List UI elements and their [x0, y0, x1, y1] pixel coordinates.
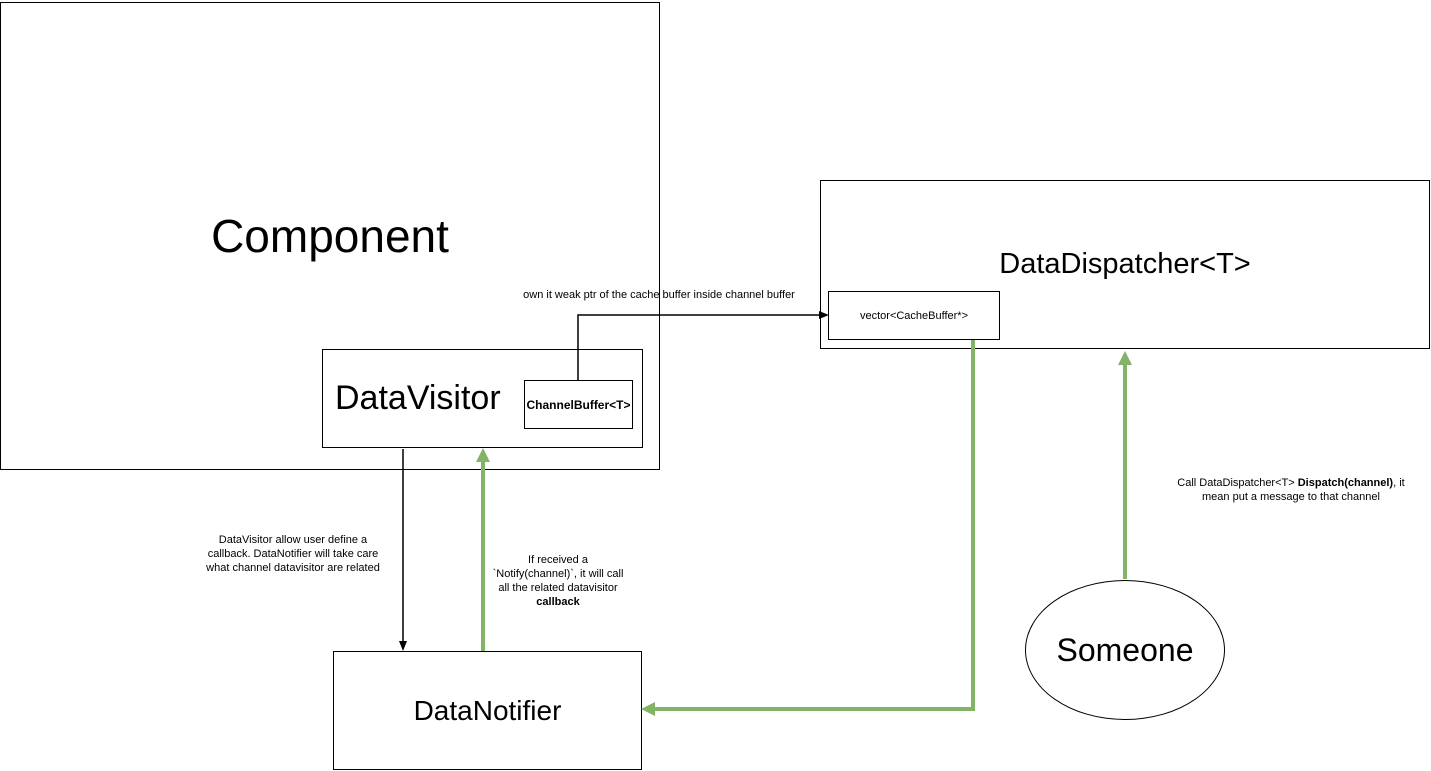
datavisitor-label: DataVisitor [335, 379, 501, 417]
edge-label-datavisitor-to-datanotifier: DataVisitor allow user define a callback… [188, 533, 398, 575]
channelbuffer-label: ChannelBuffer<T> [526, 397, 631, 412]
notify-line4-bold: callback [536, 596, 580, 608]
dispatch-part3: , it [1393, 477, 1405, 489]
vector-cachebuffer-node: vector<CacheBuffer*> [828, 291, 1000, 340]
edge-label-notify-callback: If received a `Notify(channel)`, it will… [478, 553, 638, 609]
dv-dn-line1: DataVisitor allow user define a [218, 534, 368, 546]
arrow-vector-to-datanotifier [641, 340, 975, 716]
datadispatcher-node: DataDispatcher<T> [820, 180, 1430, 349]
someone-actor-node: Someone [1025, 580, 1225, 720]
datadispatcher-label: DataDispatcher<T> [999, 248, 1251, 280]
dispatch-line1: Call DataDispatcher<T> Dispatch(channel)… [1166, 476, 1416, 490]
dv-dn-line2: callback. DataNotifier will take care [207, 548, 379, 560]
dv-dn-line3: what channel datavisitor are related [206, 562, 380, 574]
notify-line3: all the related datavisitor [498, 582, 618, 594]
edge-label-weak-ptr: own it weak ptr of the cache buffer insi… [499, 288, 819, 302]
someone-label: Someone [1056, 631, 1194, 668]
datanotifier-label: DataNotifier [413, 694, 562, 726]
dispatch-part2-bold: Dispatch(channel) [1297, 477, 1394, 489]
notify-line2: `Notify(channel)`, it will call [492, 568, 624, 580]
dispatch-line2: mean put a message to that channel [1202, 491, 1380, 503]
weak-ptr-text: own it weak ptr of the cache buffer insi… [523, 289, 795, 301]
edge-label-dispatch-channel: Call DataDispatcher<T> Dispatch(channel)… [1166, 476, 1416, 504]
notify-line1: If received a [528, 554, 588, 566]
dispatch-part1: Call DataDispatcher<T> [1177, 477, 1298, 489]
channelbuffer-node: ChannelBuffer<T> [524, 380, 633, 429]
datanotifier-node: DataNotifier [333, 651, 642, 770]
component-label: Component [211, 210, 449, 262]
vector-cachebuffer-label: vector<CacheBuffer*> [859, 309, 969, 322]
